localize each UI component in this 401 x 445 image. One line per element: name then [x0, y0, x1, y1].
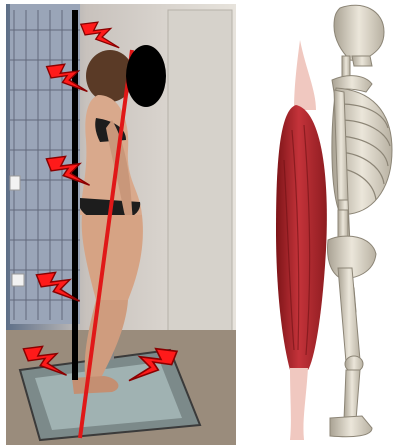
lower-tendon [290, 368, 308, 440]
skull [334, 5, 384, 62]
light-switch [10, 176, 20, 190]
door-frame [168, 10, 232, 370]
muscle-belly [276, 105, 327, 370]
femur [338, 268, 360, 362]
jaw [352, 56, 372, 66]
upper-tendon [294, 40, 316, 110]
posture-photo [6, 4, 236, 445]
isolated-muscle [276, 40, 327, 440]
face-mask [126, 45, 166, 107]
foot [330, 416, 372, 437]
skeleton [328, 5, 393, 436]
wall-socket [12, 274, 24, 286]
feet [72, 376, 118, 394]
tibia [344, 370, 360, 420]
anatomy-illustration [276, 5, 392, 440]
